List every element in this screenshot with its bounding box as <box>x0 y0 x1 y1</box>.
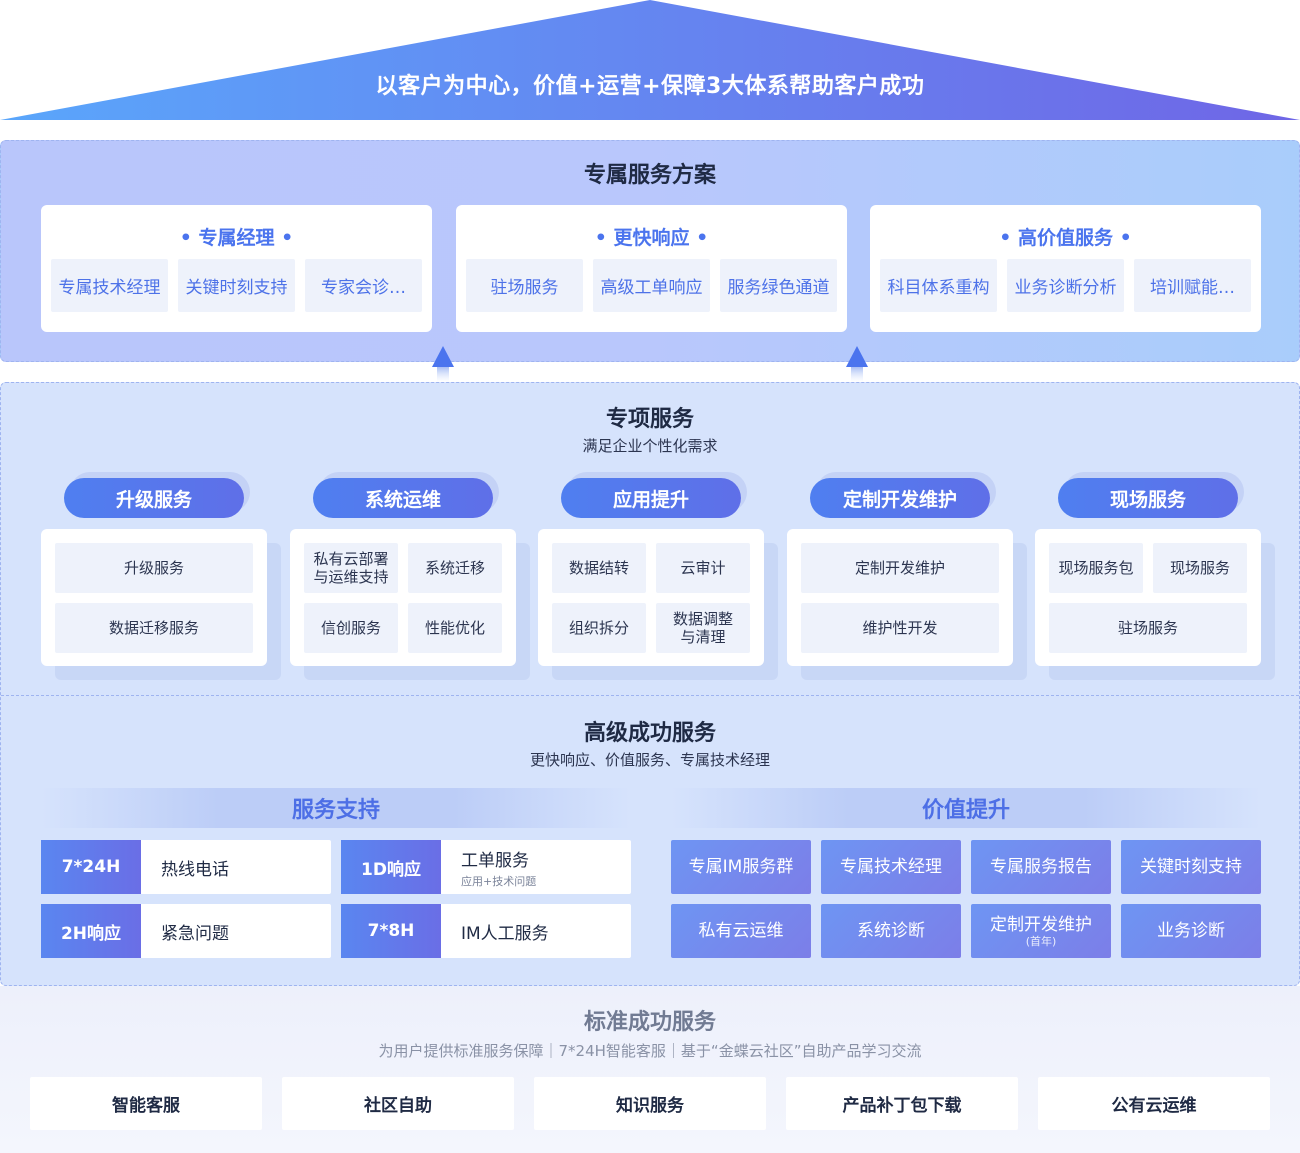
support-label: 工单服务 <box>461 850 529 871</box>
group-pill: 定制开发维护 <box>810 478 990 518</box>
support-label: 紧急问题 <box>161 923 229 944</box>
value-item: 定制开发维护 (首年) <box>971 904 1111 958</box>
plan-heading: • 高价值服务 • <box>999 227 1132 249</box>
standard-title: 标准成功服务 <box>583 1010 716 1035</box>
service-item: 现场服务包 <box>1049 543 1143 593</box>
service-card: 升级服务 数据迁移服务 <box>41 529 267 666</box>
plan-chip: 专属技术经理 <box>51 259 168 312</box>
special-section: 专项服务 满足企业个性化需求 升级服务 升级服务 数据迁移服务 系统运维 私有云… <box>0 382 1300 986</box>
standard-item: 社区自助 <box>282 1077 514 1130</box>
standard-item: 知识服务 <box>534 1077 766 1130</box>
plan-heading: • 专属经理 • <box>179 227 294 249</box>
plan-chip: 关键时刻支持 <box>178 259 295 312</box>
service-item: 维护性开发 <box>801 603 999 653</box>
value-item: 专属IM服务群 <box>671 840 811 894</box>
service-card: 数据结转 云审计 组织拆分 数据调整 与清理 <box>538 529 764 666</box>
service-item: 性能优化 <box>408 603 502 653</box>
group-pill: 应用提升 <box>561 478 741 518</box>
support-note: 应用+技术问题 <box>461 874 537 888</box>
value-label: 专属IM服务群 <box>688 857 794 877</box>
roof-title: 以客户为中心，价值+运营+保障3大体系帮助客户成功 <box>375 74 925 99</box>
value-label: 系统诊断 <box>857 921 925 941</box>
value-label: 业务诊断 <box>1157 921 1225 941</box>
service-item: 定制开发维护 <box>801 543 999 593</box>
roof-shape <box>0 0 1300 120</box>
exclusive-title: 专属服务方案 <box>583 163 716 188</box>
plan-chip: 高级工单响应 <box>593 259 710 312</box>
exclusive-section: 专属服务方案 • 专属经理 • 专属技术经理 关键时刻支持 专家会诊… • 更快… <box>0 140 1300 362</box>
value-item: 专属技术经理 <box>821 840 961 894</box>
plan-chip: 专家会诊… <box>305 259 422 312</box>
value-note: (首年) <box>1025 934 1057 948</box>
support-label: IM人工服务 <box>461 923 549 944</box>
group-pill: 升级服务 <box>64 478 244 518</box>
value-item: 专属服务报告 <box>971 840 1111 894</box>
value-label: 关键时刻支持 <box>1140 857 1242 877</box>
support-label: 热线电话 <box>161 859 229 880</box>
value-label: 专属服务报告 <box>990 857 1092 877</box>
plan-chip: 驻场服务 <box>466 259 583 312</box>
group-pill: 系统运维 <box>313 478 493 518</box>
section-divider <box>1 695 1299 696</box>
service-item: 系统迁移 <box>408 543 502 593</box>
advanced-subtitle: 更快响应、价值服务、专属技术经理 <box>529 751 770 769</box>
service-item: 私有云部署 与运维支持 <box>304 543 398 593</box>
plan-chip: 科目体系重构 <box>880 259 997 312</box>
service-item: 现场服务 <box>1153 543 1247 593</box>
value-band-title: 价值提升 <box>671 788 1261 828</box>
arrow-up-icon <box>846 346 868 382</box>
standard-item: 公有云运维 <box>1038 1077 1270 1130</box>
service-item: 数据调整 与清理 <box>656 603 750 653</box>
support-item: 1D响应 工单服务 应用+技术问题 <box>341 840 631 894</box>
service-item: 驻场服务 <box>1049 603 1247 653</box>
special-subtitle: 满足企业个性化需求 <box>582 437 718 455</box>
standard-item: 智能客服 <box>30 1077 262 1130</box>
support-tag: 2H响应 <box>41 904 141 958</box>
service-item: 数据结转 <box>552 543 646 593</box>
standard-subtitle: 为用户提供标准服务保障｜7*24H智能客服｜基于“金蝶云社区”自助产品学习交流 <box>378 1042 922 1060</box>
plan-card-manager: • 专属经理 • 专属技术经理 关键时刻支持 专家会诊… <box>41 205 432 332</box>
special-title: 专项服务 <box>605 407 694 432</box>
support-tag: 1D响应 <box>341 840 441 894</box>
plan-card-high-value: • 高价值服务 • 科目体系重构 业务诊断分析 培训赋能… <box>870 205 1261 332</box>
service-item: 升级服务 <box>55 543 253 593</box>
support-item: 2H响应 紧急问题 <box>41 904 331 958</box>
standard-section: 标准成功服务 为用户提供标准服务保障｜7*24H智能客服｜基于“金蝶云社区”自助… <box>0 986 1300 1153</box>
service-item: 组织拆分 <box>552 603 646 653</box>
support-band-title: 服务支持 <box>41 788 631 828</box>
support-item: 7*8H IM人工服务 <box>341 904 631 958</box>
group-pill: 现场服务 <box>1058 478 1238 518</box>
roof-banner: 以客户为中心，价值+运营+保障3大体系帮助客户成功 <box>0 0 1300 120</box>
standard-item: 产品补丁包下载 <box>786 1077 1018 1130</box>
value-item: 私有云运维 <box>671 904 811 958</box>
value-label: 私有云运维 <box>698 921 784 941</box>
support-tag: 7*8H <box>341 904 441 958</box>
value-item: 关键时刻支持 <box>1121 840 1261 894</box>
service-item: 数据迁移服务 <box>55 603 253 653</box>
plan-chip: 培训赋能… <box>1134 259 1251 312</box>
value-item: 业务诊断 <box>1121 904 1261 958</box>
plan-chip: 服务绿色通道 <box>720 259 837 312</box>
value-label: 定制开发维护 <box>990 914 1092 935</box>
service-card: 现场服务包 现场服务 驻场服务 <box>1035 529 1261 666</box>
value-label: 专属技术经理 <box>840 857 942 877</box>
service-card: 定制开发维护 维护性开发 <box>787 529 1013 666</box>
support-tag: 7*24H <box>41 840 141 894</box>
support-item: 7*24H 热线电话 <box>41 840 331 894</box>
plan-heading: • 更快响应 • <box>594 227 709 249</box>
arrow-up-icon <box>432 346 454 382</box>
service-item: 信创服务 <box>304 603 398 653</box>
service-card: 私有云部署 与运维支持 系统迁移 信创服务 性能优化 <box>290 529 516 666</box>
value-item: 系统诊断 <box>821 904 961 958</box>
plan-card-response: • 更快响应 • 驻场服务 高级工单响应 服务绿色通道 <box>456 205 847 332</box>
advanced-title: 高级成功服务 <box>583 721 716 746</box>
service-item: 云审计 <box>656 543 750 593</box>
plan-chip: 业务诊断分析 <box>1007 259 1124 312</box>
